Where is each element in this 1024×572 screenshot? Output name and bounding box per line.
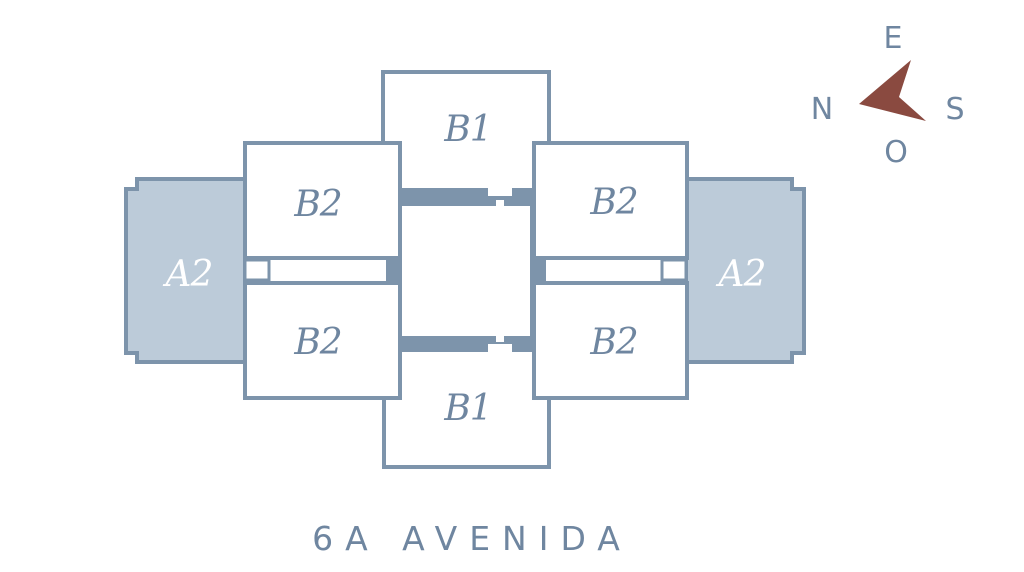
- unit-b2-bottom-left[interactable]: [243, 281, 402, 400]
- label-b2-top-right: B2: [589, 182, 637, 223]
- compass-north: N: [811, 92, 833, 127]
- unit-a2-right[interactable]: [684, 177, 806, 364]
- label-b1-bottom: B1: [443, 388, 491, 429]
- unit-b1-top[interactable]: [381, 70, 551, 201]
- unit-b2-top-right[interactable]: [532, 141, 689, 260]
- unit-b2-bottom-right[interactable]: [532, 281, 689, 400]
- compass-west: O: [884, 135, 908, 170]
- compass: E N S O: [811, 21, 965, 170]
- label-b2-bottom-left: B2: [293, 322, 341, 363]
- label-b2-bottom-right: B2: [589, 322, 637, 363]
- core-area: [392, 196, 542, 344]
- compass-south: S: [945, 92, 964, 127]
- corridor-left: [243, 258, 271, 282]
- label-b2-top-left: B2: [293, 184, 341, 225]
- compass-east: E: [884, 21, 903, 56]
- label-a2-right: A2: [716, 254, 766, 295]
- compass-arrow-icon: [859, 60, 926, 121]
- corridor-right: [660, 258, 688, 282]
- unit-b2-top-left[interactable]: [243, 141, 402, 260]
- label-b1-top: B1: [443, 109, 491, 150]
- street-label: 6A AVENIDA: [312, 519, 632, 558]
- label-a2-left: A2: [163, 254, 213, 295]
